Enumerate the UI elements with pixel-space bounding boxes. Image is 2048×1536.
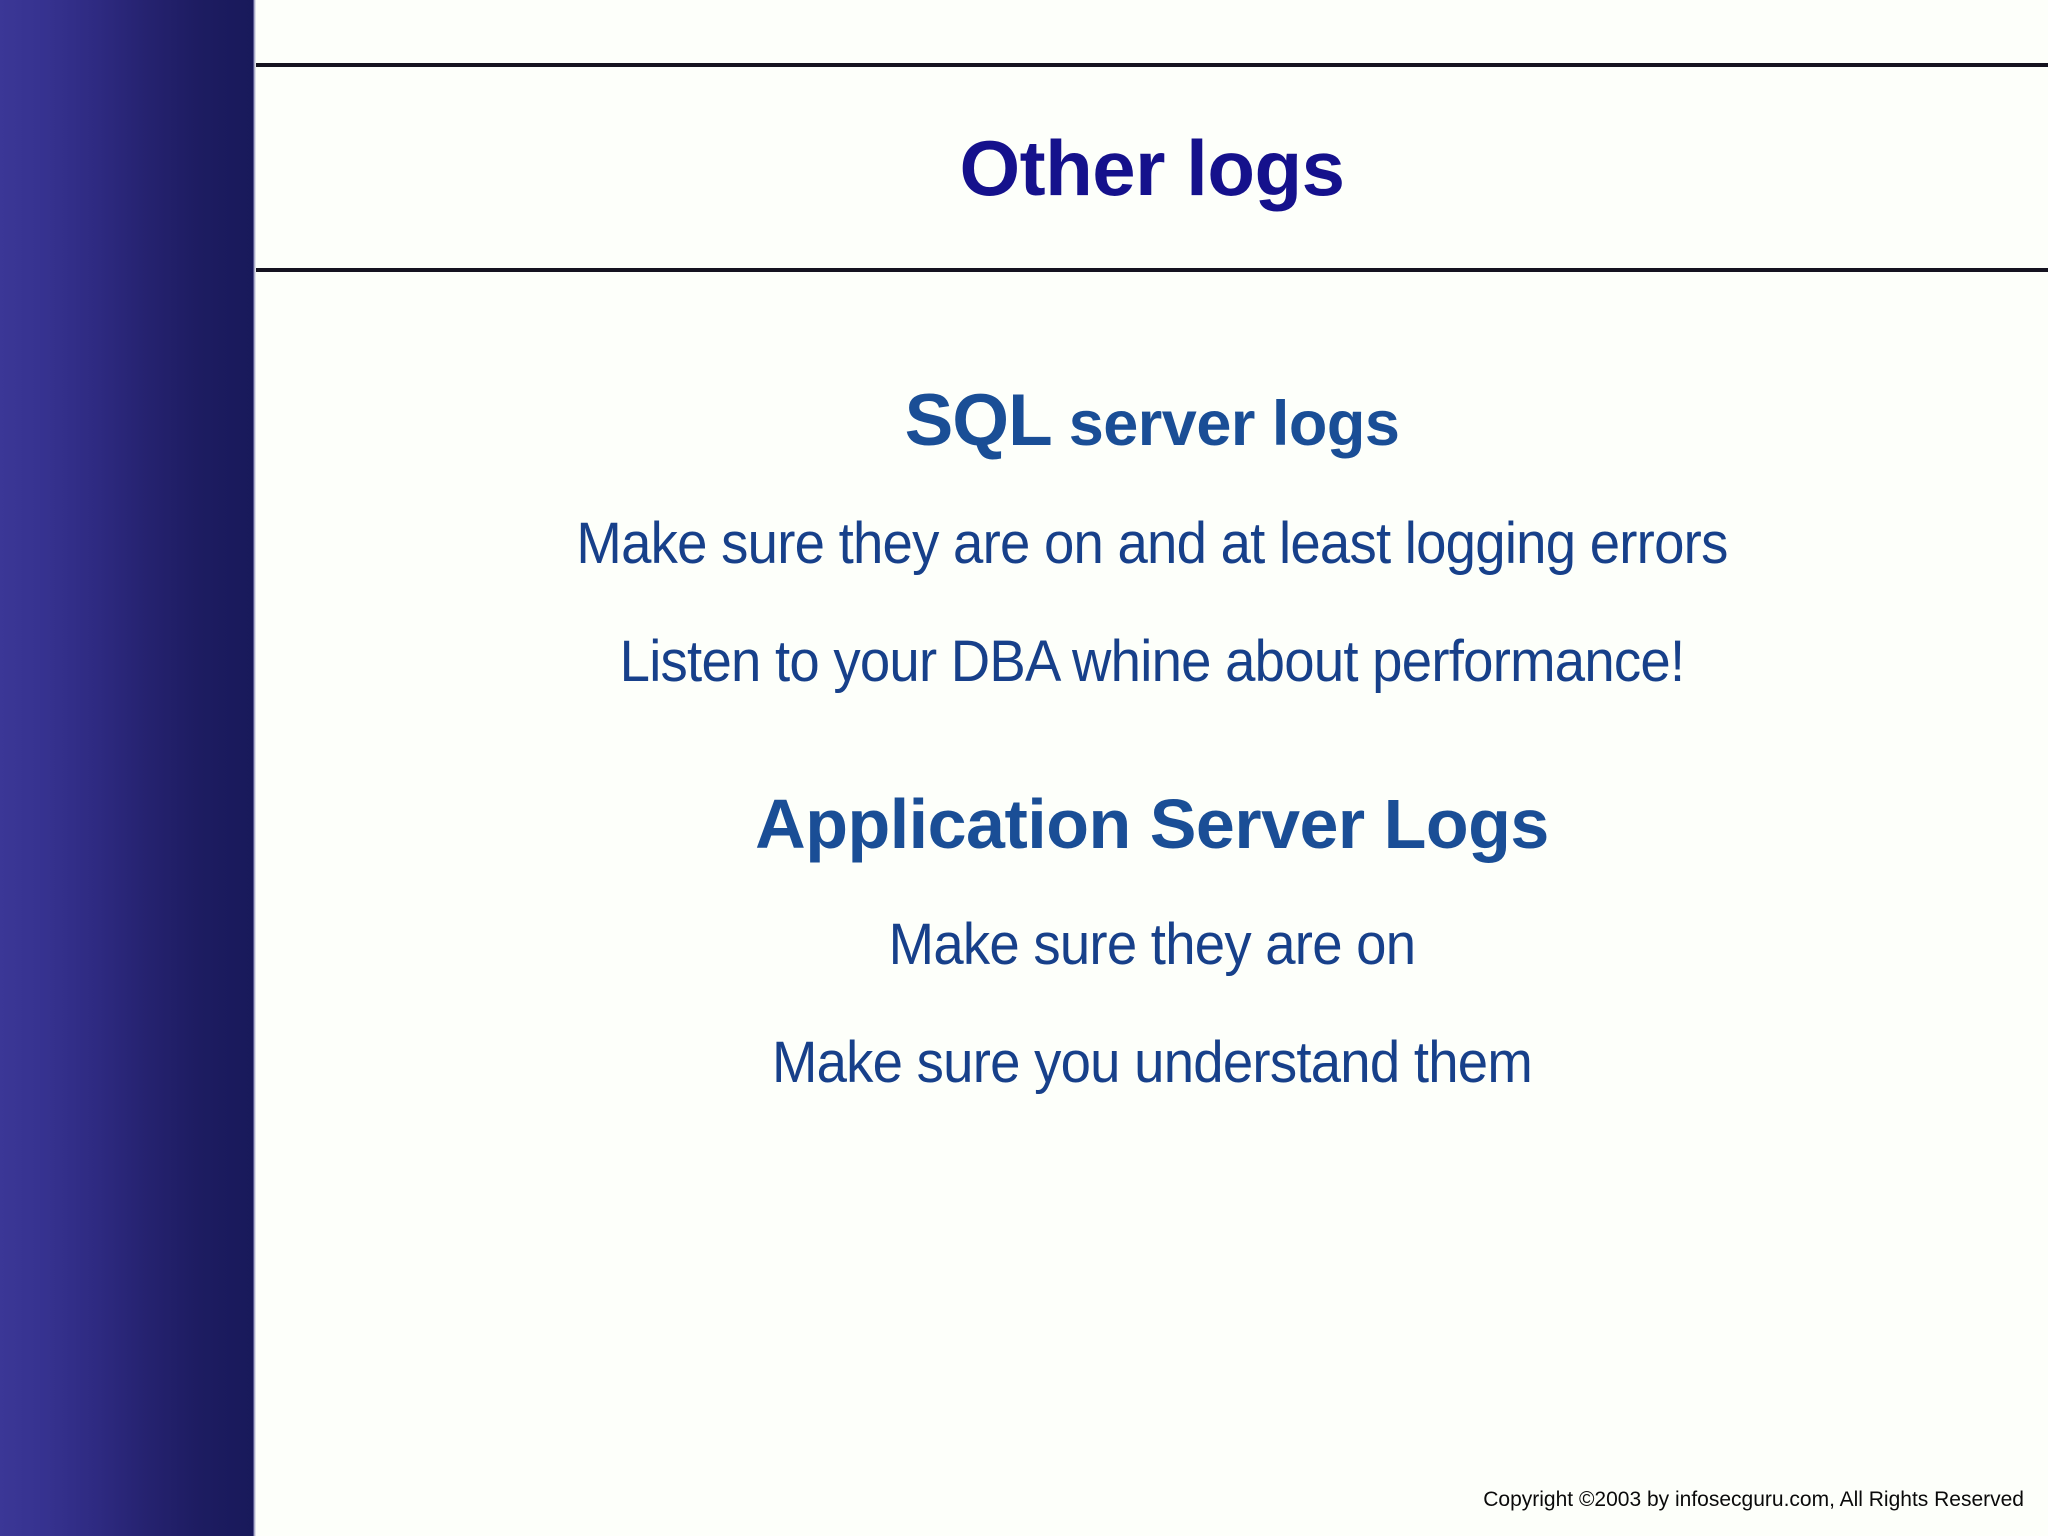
body-line: Make sure you understand them <box>771 1030 1533 1095</box>
sidebar-edge-highlight <box>253 0 256 1536</box>
section-heading-lead: SQL <box>904 380 1053 461</box>
section-heading-rest: server logs <box>1051 389 1400 459</box>
body-line: Listen to your DBA whine about performan… <box>619 629 1686 694</box>
page-title: Other logs <box>959 123 1345 212</box>
section-heading-rest: Application Server Logs <box>755 785 1549 863</box>
title-band: Other logs <box>256 67 2048 268</box>
section-heading-application-server-logs: Application Server Logs <box>256 787 2048 860</box>
section-application-server-logs: Application Server Logs Make sure they a… <box>256 787 2048 1092</box>
body-line: Make sure they are on <box>888 912 1416 977</box>
section-heading-sql-server-logs: SQL server logs <box>256 384 2048 457</box>
sidebar-gradient-bar <box>0 0 256 1536</box>
footer-copyright: Copyright ©2003 by infosecguru.com, All … <box>1483 1488 2024 1511</box>
header-rule-top <box>256 63 2048 67</box>
slide-body: SQL server logs Make sure they are on an… <box>256 272 2048 1536</box>
header-rule-bottom <box>256 268 2048 272</box>
body-line: Make sure they are on and at least loggi… <box>576 511 1728 576</box>
section-sql-server-logs: SQL server logs Make sure they are on an… <box>256 384 2048 691</box>
